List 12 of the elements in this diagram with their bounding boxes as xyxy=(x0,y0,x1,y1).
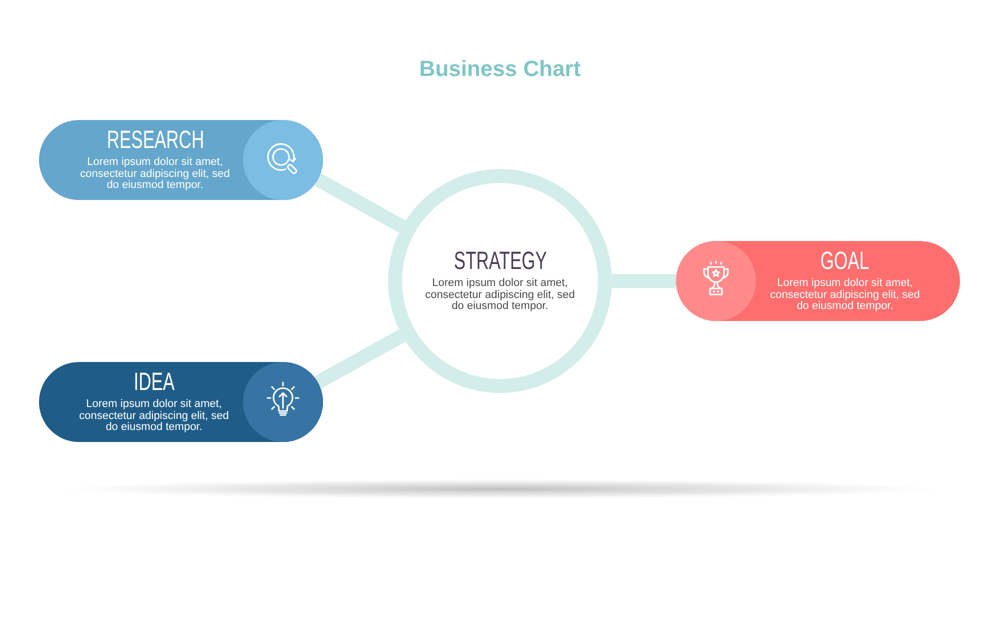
connector-line xyxy=(314,173,406,233)
node-heading: IDEA xyxy=(134,370,174,395)
connector-line xyxy=(314,329,406,389)
node-heading: STRATEGY xyxy=(453,249,546,274)
node-description: Lorem ipsum dolor sit amet, consectetur adipiscing elit, sed do eiusmod tempor. xyxy=(78,399,230,434)
node-description: Lorem ipsum dolor sit amet, consectetur adipiscing elit, sed do eiusmod tempor. xyxy=(79,157,231,192)
node-description: Lorem ipsum dolor sit amet, consectetur adipiscing elit, sed do eiusmod tempor. xyxy=(769,278,921,312)
node-heading: GOAL xyxy=(820,249,870,274)
chart-title: Business Chart xyxy=(419,56,581,82)
node-heading: RESEARCH xyxy=(106,128,204,153)
connector-line xyxy=(612,274,676,288)
node-description: Lorem ipsum dolor sit amet, consectetur adipiscing elit, sed do eiusmod tempor. xyxy=(424,278,576,312)
